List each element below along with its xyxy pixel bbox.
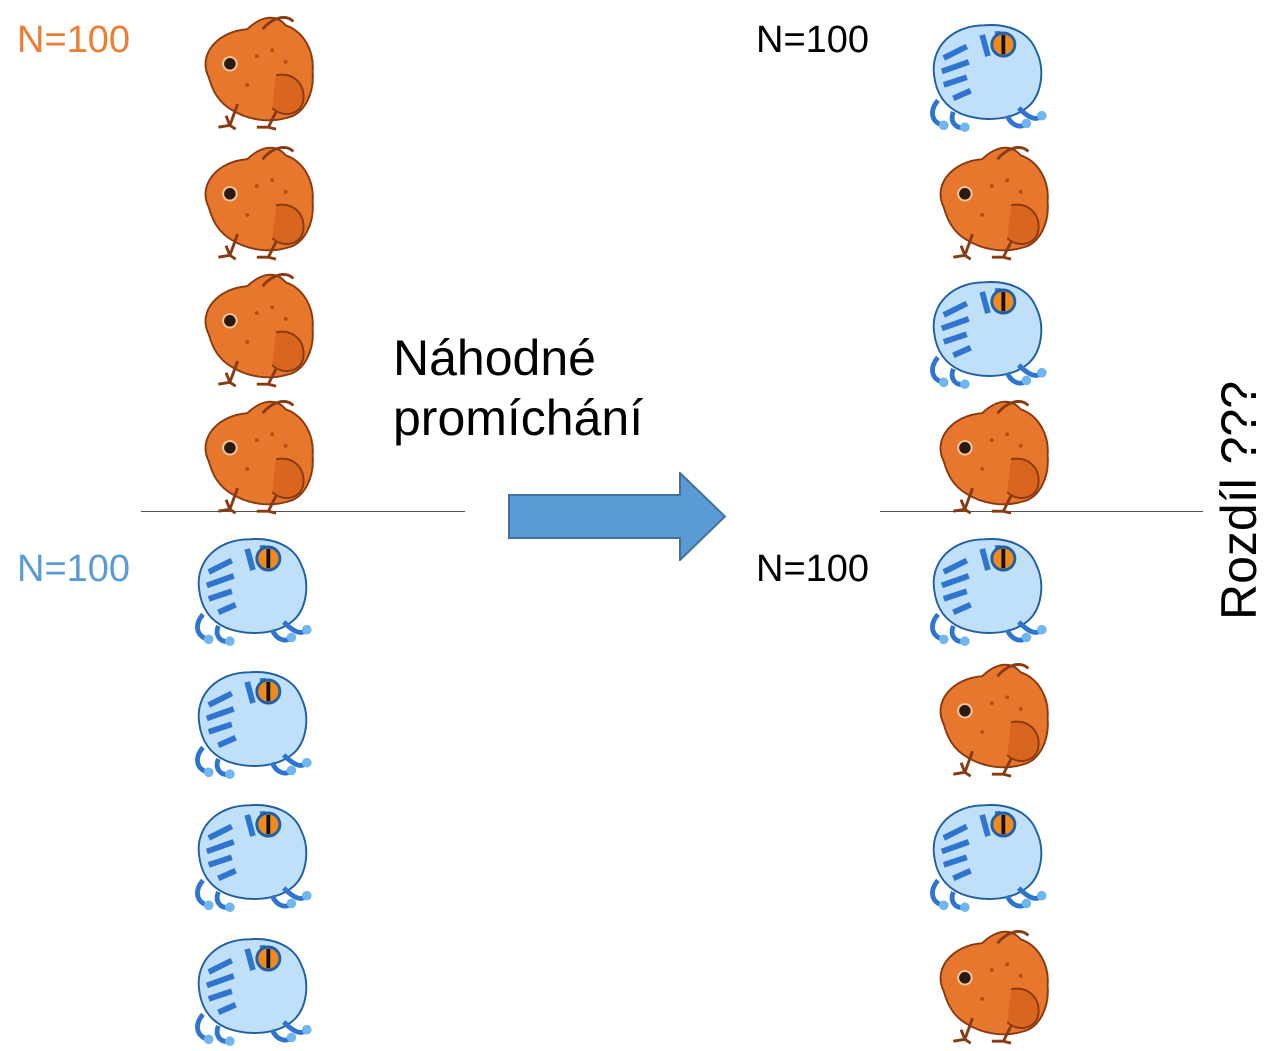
left-top-count-label: N=100 [17, 19, 131, 61]
orange-frog-icon [204, 400, 315, 515]
orange-frog-icon [204, 273, 315, 388]
random-mixing-caption: Náhodné promíchání [393, 328, 643, 448]
orange-frog-icon [939, 146, 1050, 261]
blue-frog-icon [912, 265, 1062, 390]
blue-frog-icon [912, 522, 1062, 647]
right-top-count-label: N=100 [756, 19, 870, 61]
blue-frog-icon [177, 655, 327, 780]
blue-frog-icon [912, 788, 1062, 913]
orange-frog-icon [939, 663, 1050, 778]
blue-frog-icon [177, 788, 327, 913]
orange-frog-icon [939, 930, 1050, 1045]
difference-label: Rozdíl ??? [1211, 380, 1267, 620]
orange-frog-icon [204, 146, 315, 261]
left-bottom-count-label: N=100 [17, 548, 131, 590]
caption-line-1: Náhodné [393, 330, 596, 386]
caption-line-2: promíchání [393, 390, 644, 446]
orange-frog-icon [204, 16, 315, 131]
left-group-divider [141, 511, 465, 512]
blue-frog-icon [177, 922, 327, 1047]
blue-frog-icon [177, 522, 327, 647]
right-group-divider [880, 511, 1203, 512]
right-bottom-count-label: N=100 [756, 548, 870, 590]
orange-frog-icon [939, 400, 1050, 515]
right-arrow-icon [508, 472, 726, 561]
blue-frog-icon [912, 8, 1062, 133]
